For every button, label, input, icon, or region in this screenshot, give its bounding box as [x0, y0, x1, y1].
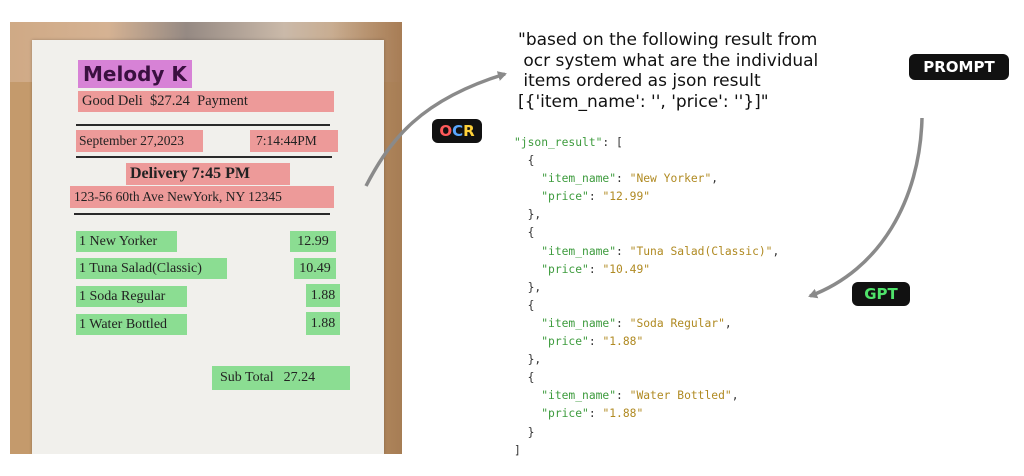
item-price: 1.88 — [306, 284, 340, 307]
json-value: "1.88" — [602, 335, 644, 349]
json-key: "json_result" — [514, 136, 603, 149]
delivery-time: Delivery 7:45 PM — [126, 163, 290, 185]
json-key: "item_name" — [541, 389, 617, 403]
item-price: 10.49 — [294, 258, 336, 279]
item-price: 1.88 — [306, 312, 340, 335]
json-key: "price" — [541, 190, 589, 204]
json-value: "Soda Regular" — [629, 316, 725, 330]
ocr-tag-letter: O — [439, 122, 453, 140]
divider-line — [74, 213, 330, 215]
prompt-text: "based on the following result from ocr … — [518, 30, 898, 112]
json-key: "item_name" — [541, 316, 617, 330]
ocr-arrow — [364, 71, 507, 187]
receipt-paper: Melody K Good Deli $27.24 Payment Septem… — [32, 40, 384, 454]
item-name: 1 Water Bottled — [76, 314, 187, 335]
divider-line — [76, 124, 330, 126]
prompt-line: [{'item_name': '', 'price': ''}]" — [518, 91, 769, 112]
prompt-line: "based on the following result from — [518, 30, 818, 50]
item-name: 1 Tuna Salad(Classic) — [76, 258, 227, 279]
subtotal-value: 27.24 — [283, 370, 316, 385]
json-key: "item_name" — [541, 244, 617, 258]
divider-line — [76, 156, 332, 158]
json-value: "Tuna Salad(Classic)" — [629, 244, 773, 258]
ocr-tag-letter: C — [452, 122, 464, 140]
json-key: "price" — [541, 335, 589, 349]
json-key: "item_name" — [541, 172, 617, 186]
json-result-code: "json_result": [ { "item_name": "New Yor… — [514, 136, 780, 457]
prompt-line: items ordered as json result — [518, 71, 761, 91]
prompt-line: ocr system what are the individual — [518, 50, 819, 71]
gpt-arrow — [808, 117, 924, 299]
order-date: September 27,2023 — [76, 130, 203, 152]
json-key: "price" — [541, 262, 589, 276]
subtotal-label: Sub Total — [220, 370, 274, 385]
json-key: "price" — [541, 407, 589, 421]
json-value: "10.49" — [602, 262, 651, 276]
subtotal: Sub Total 27.24 — [212, 366, 350, 390]
item-name: 1 Soda Regular — [76, 286, 187, 307]
merchant-line: Good Deli $27.24 Payment — [78, 91, 334, 112]
customer-name: Melody K — [78, 60, 192, 88]
json-value: "12.99" — [602, 190, 651, 204]
item-price: 12.99 — [290, 231, 336, 252]
item-name: 1 New Yorker — [76, 231, 177, 252]
gpt-tag: GPT — [852, 282, 910, 306]
json-value: "Water Bottled" — [629, 389, 732, 403]
json-value: "New Yorker" — [629, 172, 712, 186]
delivery-address: 123-56 60th Ave NewYork, NY 12345 — [70, 186, 334, 208]
json-value: "1.88" — [602, 407, 644, 421]
ocr-tag-letter: R — [463, 122, 475, 140]
receipt-photo: Melody K Good Deli $27.24 Payment Septem… — [10, 22, 402, 454]
prompt-tag: PROMPT — [909, 54, 1009, 80]
order-time: 7:14:44PM — [250, 130, 338, 152]
